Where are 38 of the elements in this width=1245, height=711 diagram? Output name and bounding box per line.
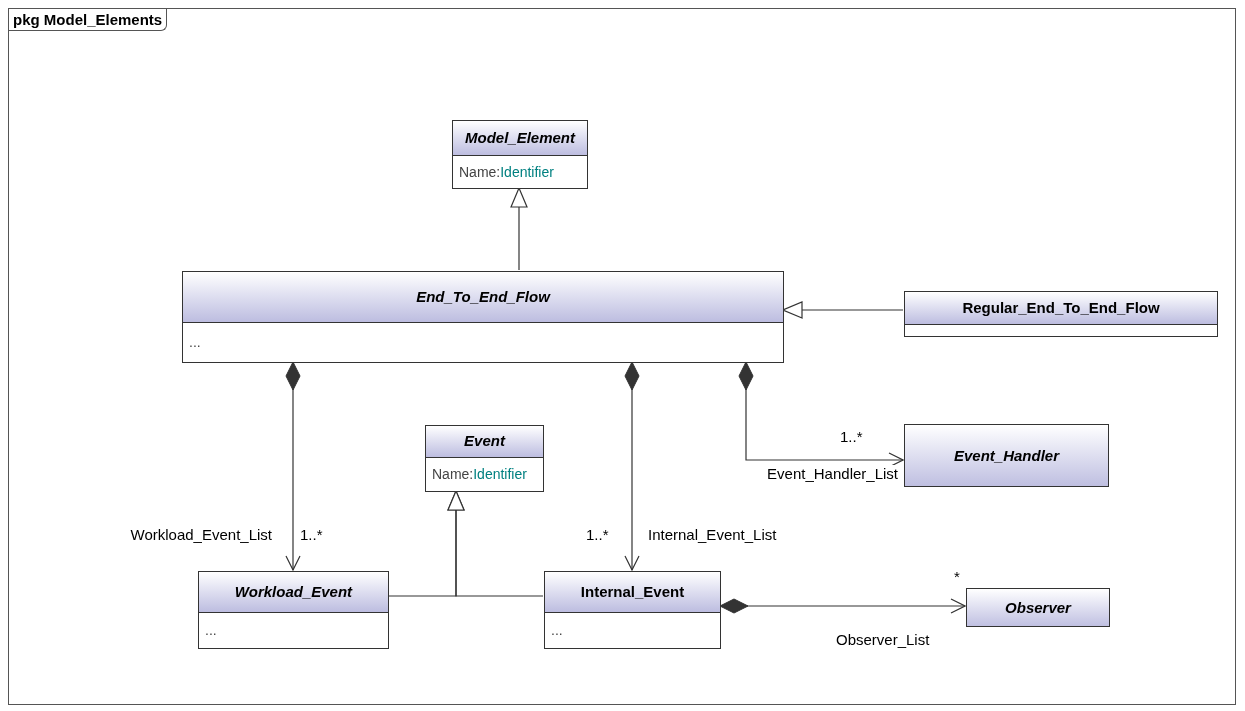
generalization-arrow [510, 187, 528, 271]
class-name: Internal_Event [580, 581, 685, 602]
class-box [544, 571, 721, 649]
composition-arrow [624, 361, 640, 571]
class-name: Model_Element [465, 127, 575, 148]
role-name-label: Observer_List [836, 631, 930, 649]
generalization-arrow [782, 301, 904, 319]
attribute-text: ... [189, 333, 201, 352]
package-frame [8, 8, 1236, 705]
class-name: Regular_End_To_End_Flow [962, 297, 1160, 318]
class-box [904, 424, 1109, 487]
role-name-label: Internal_Event_List [648, 526, 777, 544]
class-name: Observer [1005, 598, 1071, 619]
generalization-arrow [447, 490, 544, 597]
composition-arrow [738, 361, 904, 468]
class-box [182, 271, 784, 363]
class-box [966, 588, 1110, 627]
role-name-label: Workload_Event_List [130, 526, 272, 544]
multiplicity-label: * [954, 568, 960, 586]
multiplicity-label: 1..* [840, 428, 863, 446]
attribute-text: Name:Identifier [432, 465, 527, 484]
multiplicity-label: 1..* [300, 526, 323, 544]
class-box [425, 425, 544, 492]
composition-arrow [719, 598, 966, 614]
class-name: Event [464, 431, 505, 452]
composition-arrow [285, 361, 301, 571]
class-box [452, 120, 588, 189]
class-box [198, 571, 389, 649]
package-tab: pkg Model_Elements [9, 9, 168, 31]
multiplicity-label: 1..* [586, 526, 609, 544]
role-name-label: Event_Handler_List [767, 465, 898, 483]
class-box [904, 291, 1218, 337]
class-name: Event_Handler [953, 446, 1059, 467]
class-name: End_To_End_Flow [416, 286, 550, 307]
class-name: Workload_Event [234, 581, 353, 602]
attribute-text: Name:Identifier [459, 162, 554, 182]
attribute-text: ... [551, 621, 563, 640]
attribute-text: ... [205, 621, 217, 640]
